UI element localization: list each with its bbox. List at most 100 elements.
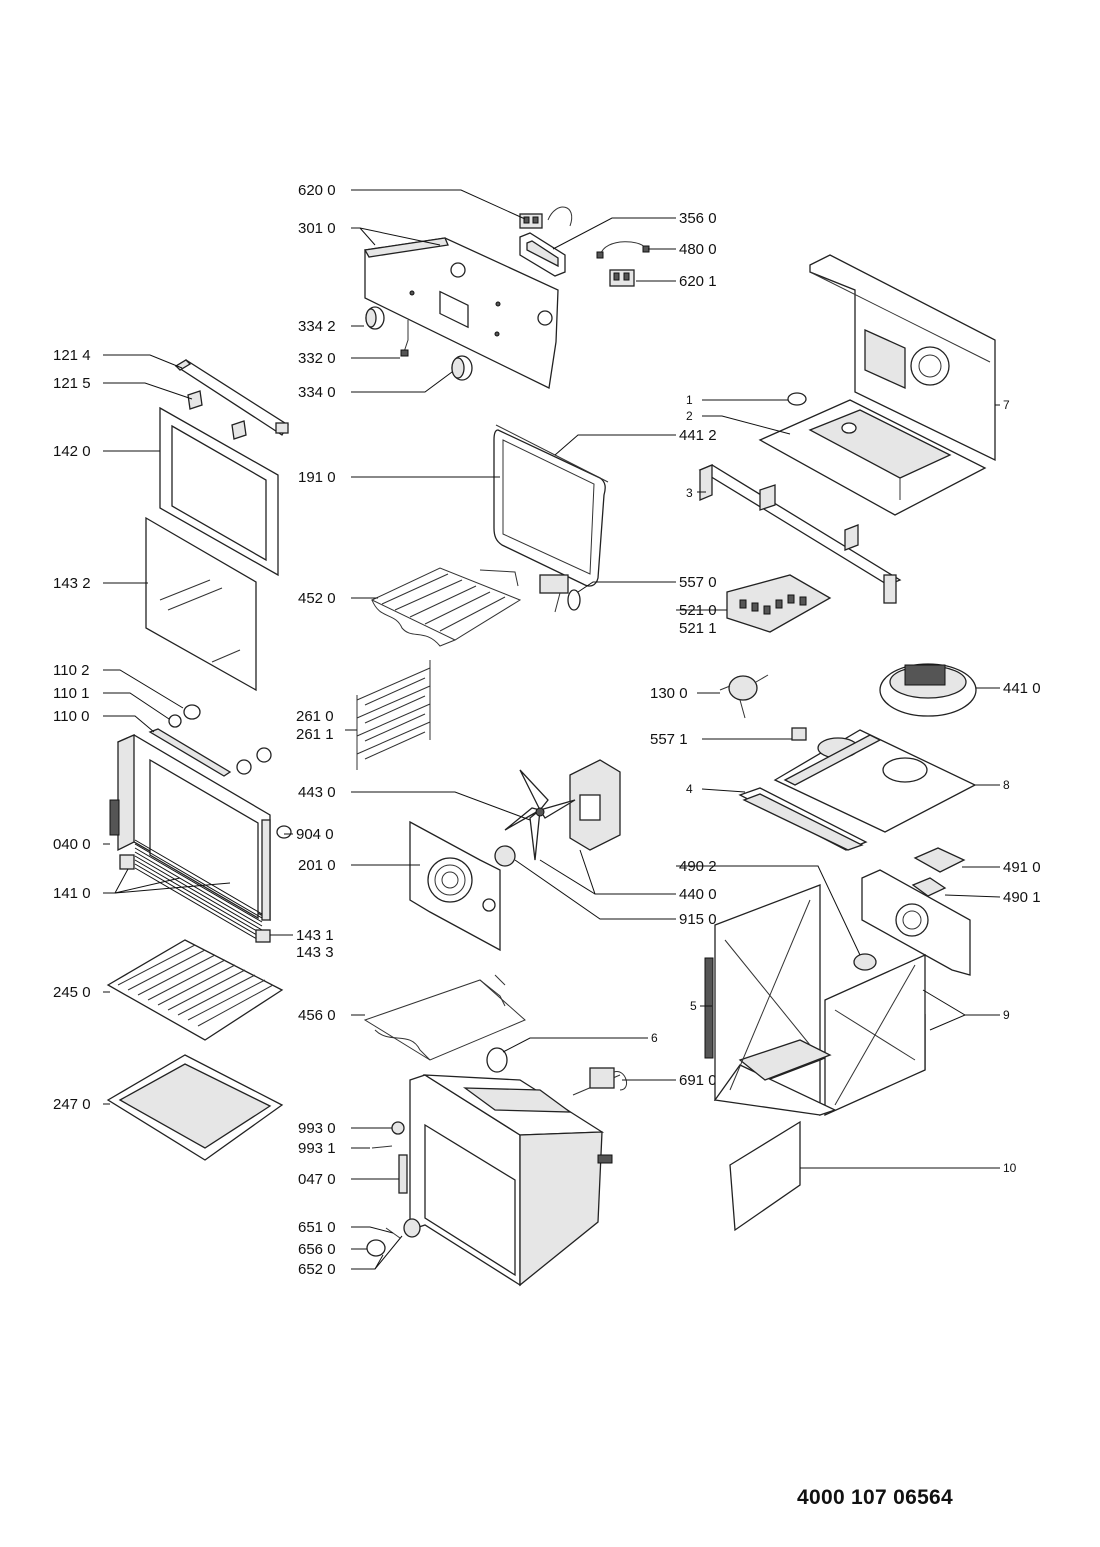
- callout-label: 6: [651, 1031, 658, 1045]
- outer-casing-floor: [713, 1064, 837, 1116]
- callout-label: 620 0: [298, 182, 336, 199]
- door-seal-inner: [502, 439, 595, 575]
- door-side-rail-right: [261, 819, 271, 921]
- callout-label: 261 1: [296, 726, 334, 743]
- callout-label: 301 0: [298, 220, 336, 237]
- callout-label: 142 0: [53, 443, 91, 460]
- callout-label: 521 0: [679, 602, 717, 619]
- callout-label: 040 0: [53, 836, 91, 853]
- grill-heating-element: [370, 567, 522, 641]
- callout-label: 521 1: [679, 620, 717, 637]
- center-parts-group: 441 2 191 0 452 0 557 0 261 0 261 1 443 …: [296, 424, 717, 1287]
- grill-element-coils: [381, 573, 506, 632]
- spring-clip: [400, 349, 409, 357]
- door-switch: [391, 1121, 405, 1135]
- oven-cavity-opening: [424, 1123, 516, 1277]
- document-number: 4000 107 06564: [797, 1486, 954, 1509]
- callout-label: 652 0: [298, 1261, 336, 1278]
- fan-motor-housing: [579, 794, 601, 821]
- door-hinge-cover: [183, 704, 201, 720]
- thermostat-small: [791, 727, 807, 741]
- side-rack-rails: [356, 660, 431, 770]
- fan-cover-screw: [482, 898, 496, 912]
- oven-cavity-top-panel: [462, 1087, 573, 1113]
- insulation-panel: [729, 1120, 801, 1232]
- control-panel-display-window: [439, 290, 469, 329]
- switch-terminal: [532, 216, 539, 224]
- callout-label: 143 2: [53, 575, 91, 592]
- callout-label: 480 0: [679, 241, 717, 258]
- door-cap: [256, 747, 272, 763]
- callout-label: 490 1: [1003, 889, 1041, 906]
- rear-fan-grille: [427, 857, 473, 903]
- door-vent-hatch: [134, 839, 263, 943]
- selector-switch: [519, 213, 543, 229]
- rear-panel-fan-ring: [918, 354, 942, 378]
- callout-label: 490 2: [679, 858, 717, 875]
- thermal-cutout: [728, 675, 758, 701]
- door-hinge-lower: [119, 854, 135, 870]
- fan-hub: [535, 807, 545, 817]
- heating-rod-bracket: [589, 1067, 615, 1089]
- knob-spring-wire: [403, 320, 409, 353]
- wire-rack-bars: [117, 944, 274, 1027]
- callout-label: 201 0: [298, 857, 336, 874]
- door-inner-glass: [145, 516, 257, 692]
- callout-label: 7: [1003, 398, 1010, 412]
- rear-panel-fan-opening: [910, 346, 950, 386]
- switch-terminal: [613, 272, 620, 281]
- lower-heating-element: [363, 979, 526, 1061]
- power-socket: [911, 877, 947, 897]
- door-hinge-cover-small: [168, 714, 182, 728]
- casing-frame-struts: [724, 899, 916, 1106]
- door-seal-bumper: [276, 825, 292, 839]
- baking-tray-inner: [118, 1063, 272, 1149]
- handle-bar-end-cap: [275, 422, 289, 434]
- glass-reflection: [167, 587, 223, 611]
- callout-label: 441 0: [1003, 680, 1041, 697]
- callout-label: 047 0: [298, 1171, 336, 1188]
- grill-element-terminals: [479, 569, 519, 587]
- oven-cavity-side: [519, 1131, 603, 1287]
- door-hinge: [109, 799, 120, 836]
- callout-label: 334 2: [298, 318, 336, 335]
- casing-floor-recess: [738, 1039, 832, 1081]
- wire-connector: [596, 251, 604, 259]
- callout-label: 8: [1003, 778, 1010, 792]
- mounting-rail-foot: [883, 574, 897, 604]
- callout-label: 3: [686, 486, 693, 500]
- callout-label: 904 0: [296, 826, 334, 843]
- lower-element-terminals: [479, 974, 506, 1007]
- rear-fan-grille-ring: [441, 871, 459, 889]
- right-parts-group: 1 2 3 521 0 521 1 130 0 441 0 557 1 4 8 …: [650, 254, 1041, 1232]
- cooling-fan-motor: [904, 664, 946, 686]
- knob-small-face: [365, 308, 377, 328]
- callout-label: 440 0: [679, 886, 717, 903]
- callout-label: 143 1: [296, 927, 334, 944]
- front-trim-strip-face: [742, 793, 864, 851]
- handle-bracket: [187, 390, 203, 410]
- callout-label: 121 4: [53, 347, 91, 364]
- control-board-components: [739, 594, 807, 615]
- door-latch: [255, 929, 271, 943]
- control-panel-knob-hole: [450, 262, 466, 278]
- lower-element-loop: [374, 1029, 431, 1061]
- callout-label: 247 0: [53, 1096, 91, 1113]
- display-screen: [526, 240, 559, 268]
- grill-element-loop: [371, 599, 456, 647]
- grommet: [787, 392, 807, 406]
- thermostat-bracket: [539, 574, 569, 594]
- callout-label: 4: [686, 782, 693, 796]
- switch-terminal: [623, 272, 630, 281]
- rack-and-tray-group: 245 0 247 0: [53, 939, 284, 1161]
- callout-label: 915 0: [679, 911, 717, 928]
- callout-label: 334 0: [298, 384, 336, 401]
- rail-tab: [844, 524, 859, 551]
- terminal-block: [913, 847, 966, 873]
- glass-reflection: [159, 579, 211, 601]
- fan-nut: [494, 845, 516, 867]
- callout-label: 5: [690, 999, 697, 1013]
- rail-tab: [759, 484, 776, 511]
- panel-screw: [409, 290, 415, 296]
